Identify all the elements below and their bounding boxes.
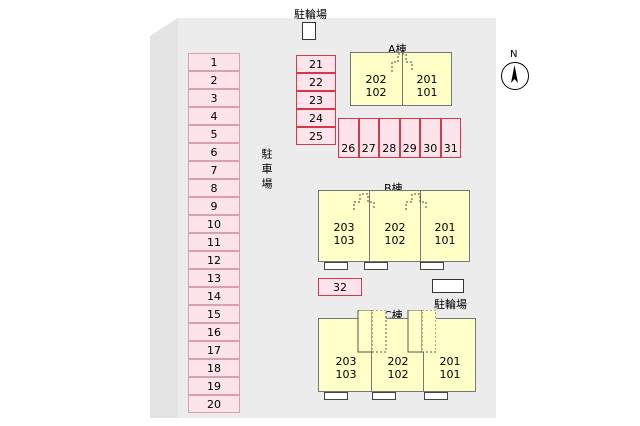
parking-slot-23: 23 [296,91,336,109]
parking-slot-2: 2 [188,71,240,89]
parking-lot-label: 駐車場 [260,148,273,193]
building-b-step-2 [364,262,388,270]
bike-parking-mid-shed [432,279,464,293]
building-b-stairs [353,193,427,210]
north-label: N [510,49,518,60]
parking-slot-32: 32 [318,278,362,296]
unit-divider [420,191,421,261]
parking-slot-3: 3 [188,89,240,107]
building-b-step-3 [420,262,444,270]
parking-slot-21: 21 [296,55,336,73]
parking-slot-29: 29 [399,118,420,158]
parking-slot-15: 15 [188,305,240,323]
unit-divider [369,191,370,261]
bike-parking-top-label: 駐輪場 [294,8,327,21]
parking-slot-7: 7 [188,161,240,179]
parking-slot-9: 9 [188,197,240,215]
building-a-stairs [391,53,413,72]
unit-divider [402,53,403,105]
parking-slot-6: 6 [188,143,240,161]
building-c-stairs [357,310,436,353]
building-b-step-1 [324,262,348,270]
parking-slot-17: 17 [188,341,240,359]
parking-slot-5: 5 [188,125,240,143]
parking-slot-12: 12 [188,251,240,269]
parking-slot-13: 13 [188,269,240,287]
parking-slot-22: 22 [296,73,336,91]
parking-slot-20: 20 [188,395,240,413]
parking-slot-27: 27 [358,118,379,158]
bike-parking-top-shed [302,22,316,40]
unit-divider [371,319,372,391]
parking-slot-11: 11 [188,233,240,251]
bike-parking-mid-label: 駐輪場 [434,298,467,311]
parking-slot-28: 28 [379,118,400,158]
parking-slot-31: 31 [440,118,461,158]
building-c-step-1 [324,392,348,400]
parking-slot-30: 30 [420,118,441,158]
parking-slot-19: 19 [188,377,240,395]
building-c-step-3 [424,392,448,400]
parking-slot-1: 1 [188,53,240,71]
parking-slot-26: 26 [338,118,359,158]
parking-slot-10: 10 [188,215,240,233]
parking-slot-25: 25 [296,127,336,145]
parking-slot-4: 4 [188,107,240,125]
parking-slot-24: 24 [296,109,336,127]
compass-icon [501,62,529,90]
parking-slot-14: 14 [188,287,240,305]
unit-divider [423,319,424,391]
parking-slot-18: 18 [188,359,240,377]
building-c-step-2 [372,392,396,400]
parking-slot-8: 8 [188,179,240,197]
parking-slot-16: 16 [188,323,240,341]
